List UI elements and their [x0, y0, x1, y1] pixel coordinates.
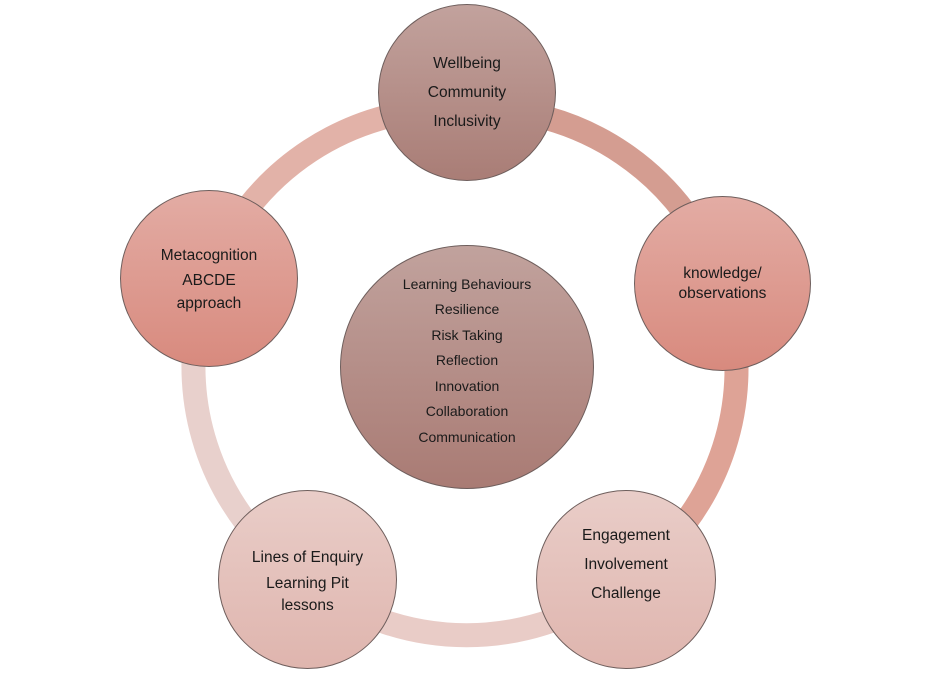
node-text: Reflection [435, 352, 499, 369]
node-text: Metacognition [160, 246, 258, 264]
node-metacognition: Metacognition ABCDE approach [120, 190, 298, 367]
node-text: Inclusivity [433, 113, 501, 130]
node-text: Resilience [434, 301, 500, 318]
node-text: Innovation [434, 377, 500, 394]
node-title: Learning Behaviours [402, 276, 532, 293]
node-knowledge: knowledge/ observations [634, 196, 811, 371]
node-engagement: Engagement Involvement Challenge [536, 490, 716, 669]
node-text: Collaboration [425, 403, 509, 420]
node-text: knowledge/ [683, 264, 762, 282]
node-text: Wellbeing [433, 55, 501, 72]
node-text: Community [427, 84, 507, 101]
node-text: Lines of Enquiry [251, 548, 364, 566]
node-text: approach [176, 294, 242, 312]
node-text: Risk Taking [431, 326, 503, 343]
node-text: Involvement [584, 556, 668, 573]
node-text: ABCDE [182, 271, 236, 289]
node-learning-behaviours: Learning Behaviours Resilience Risk Taki… [340, 245, 594, 489]
node-text: observations [678, 284, 767, 302]
node-text: Challenge [591, 585, 661, 602]
node-wellbeing: Wellbeing Community Inclusivity [378, 4, 556, 181]
node-text: Learning Pit [266, 574, 349, 592]
node-text: Engagement [582, 527, 670, 544]
node-text: lessons [281, 596, 334, 614]
node-lines-of-enquiry: Lines of Enquiry Learning Pit lessons [218, 490, 397, 669]
node-text: Communication [418, 428, 516, 445]
